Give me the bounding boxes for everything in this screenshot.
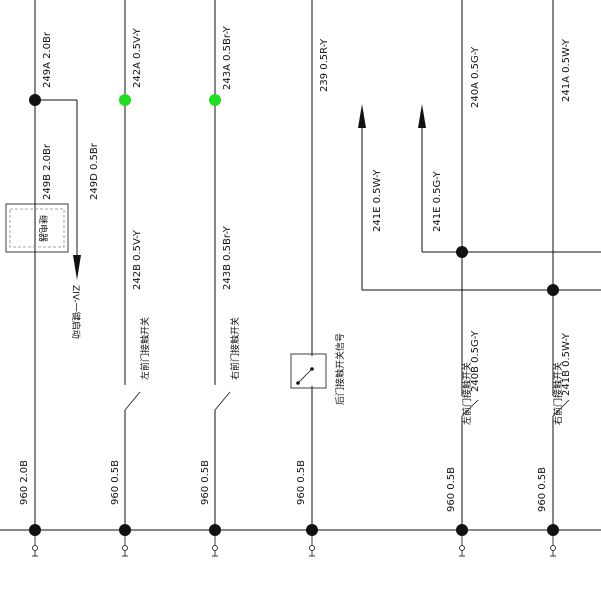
junction-node <box>209 94 221 106</box>
wire-label-c7-top: 241A 0.5W-Y <box>561 38 572 102</box>
circuit-column-7: 241A 0.5W-Y 241B 0.5W-Y 右前门接触开关 960 0.5B <box>537 0 572 557</box>
ground-terminal-icon <box>309 545 315 551</box>
switch-pivot-icon <box>296 381 300 385</box>
switch-contact-icon <box>552 399 570 417</box>
wire-label-c3-bottom: 960 0.5B <box>200 460 211 505</box>
wire-label-c5-up1: 241E 0.5W-Y <box>372 169 383 232</box>
circuit-column-4: 239 0.5R-Y 后门接触开关信号 960 0.5B <box>290 0 346 557</box>
signal-out-lines: 241E 0.5W-Y 241E 0.5G-Y <box>358 104 601 291</box>
circuit-column-2: 242A 0.5V-Y 242B 0.5V-Y 左前门接触开关 960 0.5B <box>110 0 151 557</box>
relay-label: 继电器 <box>37 215 49 242</box>
circuit-column-1: 继电器 249A 2.0Br 249B 2.0Br 249D 0.5Br ZIV… <box>5 0 100 557</box>
wire-label-c4-bottom: 960 0.5B <box>296 460 307 505</box>
junction-node <box>456 246 468 258</box>
ground-terminal-icon <box>550 545 556 551</box>
ground-terminal-icon <box>122 545 128 551</box>
switch-label-c6: 左前门接触开关 <box>461 362 473 425</box>
wire-label-c2-mid: 242B 0.5V-Y <box>132 229 143 290</box>
ground-terminal-icon <box>32 545 38 551</box>
wire-label-c1-bottom: 960 2.0B <box>19 460 30 505</box>
wire-label-c3-top: 243A 0.5Br-Y <box>222 25 233 90</box>
switch-contact-icon <box>214 391 231 411</box>
switch-label-c4: 后门接触开关信号 <box>334 333 346 405</box>
wire-label-c6-mid: 240B 0.5G-Y <box>470 330 481 392</box>
switch-label-c7: 右前门接触开关 <box>552 362 564 425</box>
circuit-column-3: 243A 0.5Br-Y 243B 0.5Br-Y 右前门接触开关 960 0.… <box>200 0 241 557</box>
switch-contact-icon <box>461 399 479 417</box>
arrow-up-icon <box>358 104 366 128</box>
door-switch-box <box>290 353 327 389</box>
switch-contact-icon <box>297 368 313 384</box>
wire-label-c2-bottom: 960 0.5B <box>110 460 121 505</box>
switch-pivot-icon <box>310 367 314 371</box>
wire-label-c5-up2: 241E 0.5G-Y <box>432 170 443 232</box>
arrow-down-icon <box>73 255 81 280</box>
wire-label-c3-mid: 243B 0.5Br-Y <box>222 225 233 290</box>
wire-label-c1-mid: 249B 2.0Br <box>42 143 53 200</box>
wire-label-c1-branch: 249D 0.5Br <box>89 142 100 200</box>
wire-label-c4-top: 239 0.5R-Y <box>319 38 330 92</box>
wire-label-c7-mid: 241B 0.5W-Y <box>561 332 572 396</box>
wire-label-c6-bottom: 960 0.5B <box>446 467 457 512</box>
wire-label-c2-top: 242A 0.5V-Y <box>132 27 143 88</box>
junction-node <box>119 94 131 106</box>
junction-node <box>547 284 559 296</box>
relay-inner-box <box>9 208 65 248</box>
junction-node <box>29 94 41 106</box>
c1-arrow-label: ZIV-一键启动 <box>70 285 82 339</box>
switch-label-c3: 右前门接触开关 <box>229 317 241 380</box>
switch-contact-icon <box>124 391 141 411</box>
relay-outer-box <box>5 203 69 253</box>
circuit-column-6: 240A 0.5G-Y 240B 0.5G-Y 左前门接触开关 960 0.5B <box>446 0 481 557</box>
switch-label-c2: 左前门接触开关 <box>139 317 151 380</box>
ground-terminal-icon <box>459 545 465 551</box>
ground-terminal-icon <box>212 545 218 551</box>
wire-label-c7-bottom: 960 0.5B <box>537 467 548 512</box>
wire-label-c6-top: 240A 0.5G-Y <box>470 46 481 108</box>
wire-label-c1-top: 249A 2.0Br <box>42 31 53 88</box>
arrow-up-icon <box>418 104 426 128</box>
